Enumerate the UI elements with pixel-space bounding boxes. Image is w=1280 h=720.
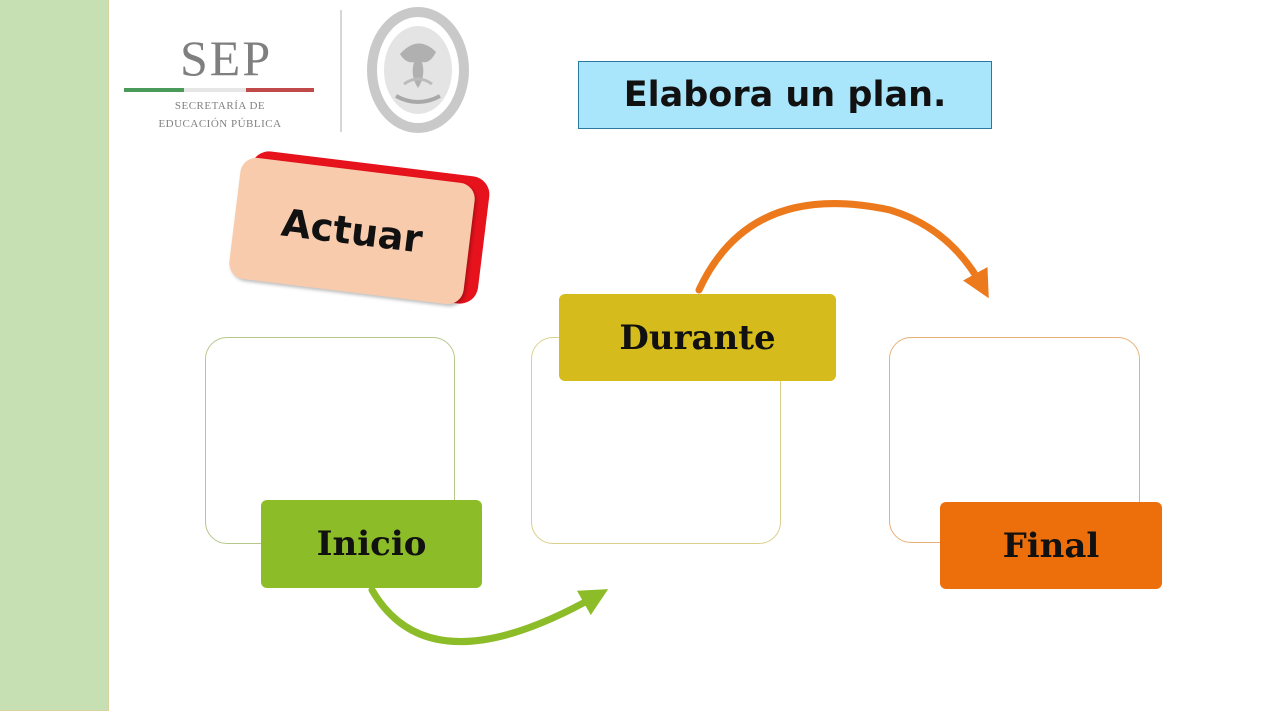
sep-subtitle-line2: EDUCACIÓN PÚBLICA (158, 118, 282, 130)
page-title: Elabora un plan. (578, 61, 992, 129)
sep-flag-white (184, 88, 246, 92)
logo-divider (340, 10, 342, 132)
side-bar (0, 0, 109, 711)
sep-subtitle-line1: SECRETARÍA DE (174, 100, 266, 112)
arrow-inicio-to-durante (368, 586, 609, 646)
sep-flag-green (124, 88, 184, 92)
sep-logo: SEP SECRETARÍA DE EDUCACIÓN PÚBLICA (120, 30, 320, 135)
inicio-label: Inicio (261, 500, 482, 588)
durante-label: Durante (559, 294, 836, 381)
final-label: Final (940, 502, 1162, 589)
sep-flag-red (246, 88, 314, 92)
sep-logo-text: SEP (180, 30, 273, 86)
arrow-durante-to-final (695, 200, 989, 299)
mexico-seal-icon (367, 7, 469, 133)
